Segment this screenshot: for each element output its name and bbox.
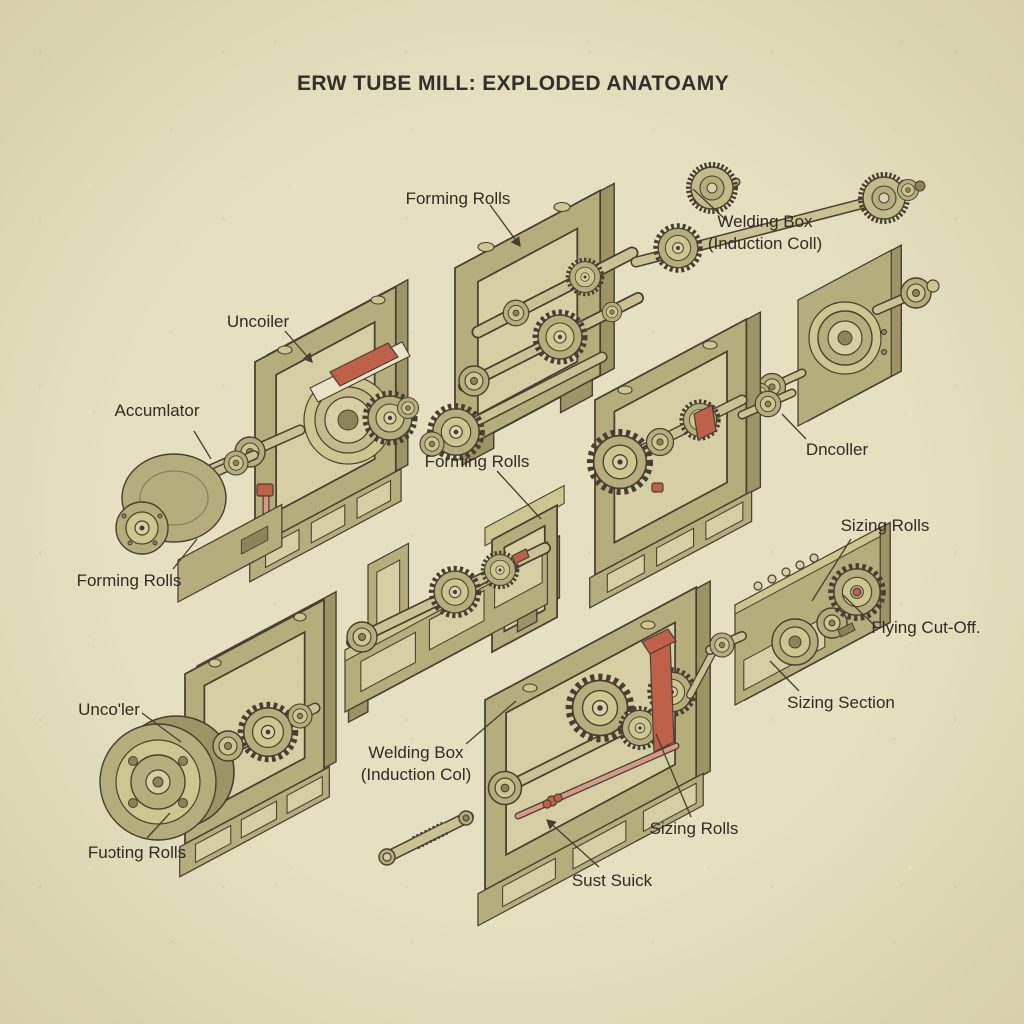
accumulator-drawing bbox=[115, 450, 283, 604]
label-fuoting-rolls: Fuɔting Rolls bbox=[87, 843, 187, 862]
forming-bed-middle-drawing bbox=[344, 484, 565, 724]
label-accumlator: Accumlator bbox=[114, 401, 200, 420]
forming-stand-top-drawing bbox=[419, 182, 644, 467]
label-forming-rolls-top: Forming Rolls bbox=[405, 189, 511, 208]
mill-stand-center-drawing bbox=[590, 310, 797, 609]
uncoiler-bottom-drawing bbox=[99, 590, 337, 878]
leader-lines bbox=[141, 188, 877, 868]
label-uncoler-bottom: Unco'ler bbox=[78, 700, 140, 719]
sizing-section-drawing bbox=[686, 521, 891, 707]
dncoller-plate-drawing bbox=[749, 244, 940, 428]
diagram-title: ERW TUBE MILL: EXPLODED ANATOAMY bbox=[296, 72, 730, 95]
loose-shaft-drawing bbox=[378, 810, 474, 866]
welding-box-bottom-drawing bbox=[477, 580, 711, 927]
label-dncoller: Dncoller bbox=[805, 440, 869, 459]
label-sizing-rolls-bottom: Sizing Rolls bbox=[649, 819, 739, 838]
label-welding-box-top: Welding Box (Induction Coll) bbox=[707, 212, 823, 253]
label-sust-suick: Sust Suick bbox=[571, 871, 653, 890]
label-welding-box-bottom: Welding Box (Induction Col) bbox=[360, 743, 472, 784]
label-sizing-rolls-right: Sizing Rolls bbox=[840, 516, 930, 535]
uncoiler-stand-top-drawing bbox=[204, 278, 419, 583]
label-flying-cutoff: Flying Cut-Off. bbox=[871, 618, 981, 637]
label-forming-rolls-mid: Forming Rolls bbox=[424, 452, 530, 471]
label-forming-rolls-left: Forming Rolls bbox=[76, 571, 182, 590]
label-sizing-section: Sizing Section bbox=[787, 693, 895, 712]
label-uncoiler-top: Uncoiler bbox=[226, 312, 290, 331]
welding-box-shaft-drawing bbox=[630, 165, 926, 270]
